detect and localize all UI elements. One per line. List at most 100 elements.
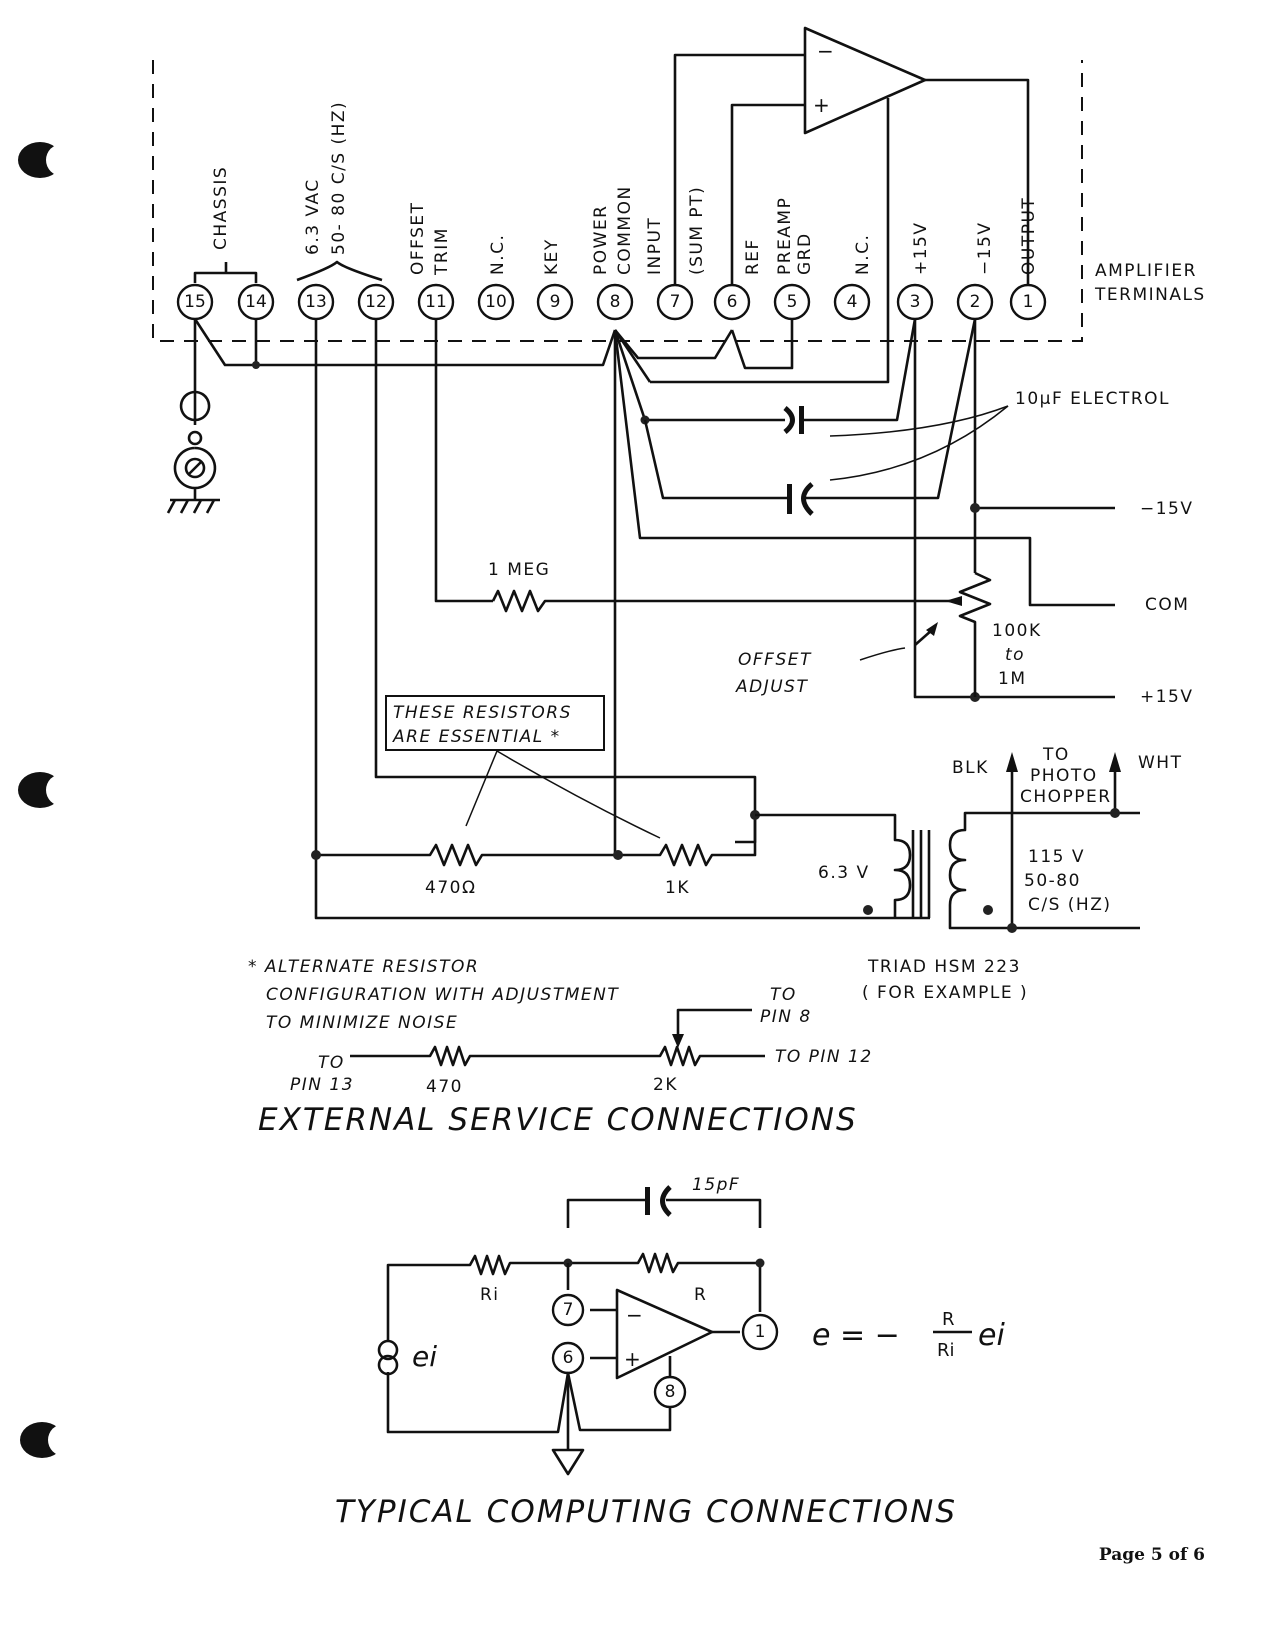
gain-formula: e = − R Ri ei (812, 1309, 1005, 1361)
junction-dot (613, 850, 623, 860)
computing-pin1-num: 1 (755, 1322, 766, 1342)
wire-cap2-to-pin2 (803, 318, 977, 500)
noninverting-sign: + (624, 1347, 641, 1371)
junction-dot (1007, 923, 1017, 933)
formula-numerator: R (942, 1309, 955, 1330)
blk-arrow-icon (1006, 752, 1018, 772)
rail-minus15-label: −15V (1140, 499, 1194, 519)
formula-lhs: e = − (812, 1318, 900, 1353)
pin5-label-line2: GRD (795, 232, 815, 275)
capacitor-label: 10µF ELECTROL (1015, 389, 1170, 409)
terminal-pin-7 (656, 283, 694, 321)
offset-adjust-line2: ADJUST (735, 677, 808, 697)
ri-label: Ri (480, 1285, 500, 1305)
terminal-pin-number: 9 (550, 292, 561, 312)
to-pin13-line2: PIN 13 (290, 1075, 354, 1095)
wire-pin13 (314, 319, 930, 920)
current-source-icon (377, 1339, 399, 1376)
pot-value-line2: to (1005, 645, 1025, 665)
pin10-label: N.C. (488, 234, 508, 275)
to-pin8-line2: PIN 8 (760, 1007, 812, 1027)
terminal-pin-6 (713, 283, 751, 321)
pin8-label-line2: COMMON (615, 185, 635, 275)
terminal-pin-number: 14 (245, 292, 267, 312)
wire-pin8-cap2 (643, 419, 787, 500)
op-amp-symbol: − + (803, 26, 927, 135)
pot-wiper-arrow (945, 596, 962, 606)
terminal-pin-number: 12 (365, 292, 387, 312)
terminal-pin-4 (833, 283, 871, 321)
external-service-title: EXTERNAL SERVICE CONNECTIONS (258, 1102, 858, 1138)
wire-pin8-cap1 (613, 329, 785, 422)
wire-pin12 (374, 319, 757, 844)
pin-labels: CHASSIS 6.3 VAC 50- 80 C/S (HZ) OFFSET T… (193, 101, 1039, 283)
junction-dot (252, 361, 260, 369)
wht-arrow-icon (1109, 752, 1121, 772)
pin11-label-line2: TRIM (432, 227, 452, 276)
primary-label-line1: 115 V (1028, 847, 1085, 867)
vac-brace (296, 260, 383, 282)
transformer-symbol (755, 811, 1140, 930)
potentiometer-100k (958, 571, 992, 697)
typical-computing-title: TYPICAL COMPUTING CONNECTIONS (335, 1494, 957, 1530)
chassis-ground-lug-icon (166, 390, 220, 514)
transformer-model-line2: ( FOR EXAMPLE ) (862, 983, 1028, 1003)
amplifier-terminals-label-line2: TERMINALS (1094, 285, 1206, 305)
wire-pin8-to-pin6 (613, 329, 734, 360)
inverting-sign: − (817, 39, 834, 63)
wire-inverting-to-pin7 (673, 53, 805, 300)
cap-leader-1 (829, 405, 1009, 437)
wire-common-rail (613, 329, 1115, 607)
rail-plus15-label: +15V (1140, 687, 1194, 707)
wire-chassis-to-common (193, 318, 617, 367)
alternate-470-label: 470 (426, 1077, 463, 1097)
terminal-pin-number: 10 (485, 292, 507, 312)
formula-denominator: Ri (937, 1340, 955, 1361)
to-pin13-line1: TO (318, 1053, 345, 1073)
pot-value-line3: 1M (998, 669, 1026, 689)
chopper-line1: TO (1042, 745, 1070, 765)
wire-pin11 (434, 319, 493, 603)
source-label: ei (412, 1340, 437, 1373)
pin7-label-line1: INPUT (645, 217, 665, 275)
note-line1: THESE RESISTORS (393, 703, 572, 723)
note-line2: ARE ESSENTIAL * (392, 727, 561, 747)
signal-ground-icon (551, 1448, 585, 1476)
terminal-pin-number: 2 (970, 292, 981, 312)
note-arrow-1k (496, 750, 661, 839)
capacitor-electrolytic-1 (783, 406, 804, 434)
binder-hole-shadow (46, 774, 78, 806)
alternate-wiper-arrow (672, 1034, 684, 1048)
junction-dot (311, 850, 321, 860)
inverting-sign: − (626, 1303, 643, 1327)
resistor-1k-label: 1K (665, 878, 690, 898)
pin6-label: REF (743, 238, 763, 275)
alternate-note-line2: CONFIGURATION WITH ADJUSTMENT (266, 985, 619, 1005)
cap-leader-2 (829, 405, 1009, 481)
pot-value-line1: 100K (992, 621, 1042, 641)
secondary-voltage-label: 6.3 V (818, 863, 870, 883)
pin5-label-line1: PREAMP (775, 197, 795, 275)
pin7-label-line2: (SUM PT) (687, 186, 707, 275)
primary-label-line2: 50-80 (1024, 871, 1081, 891)
terminal-pin-number: 5 (787, 292, 798, 312)
chassis-bracket (193, 262, 258, 283)
pin2-label: −15V (975, 221, 995, 275)
terminal-pin-1 (1009, 283, 1047, 321)
terminal-pin-number: 1 (1023, 292, 1034, 312)
feedback-cap-wires (566, 1198, 762, 1228)
terminal-pin-number: 6 (727, 292, 738, 312)
resistor-1meg (491, 589, 955, 613)
terminal-pin-8 (596, 283, 634, 321)
terminal-pin-number: 7 (670, 292, 681, 312)
resistor-1meg-label: 1 MEG (488, 560, 550, 580)
terminal-pin-number: 13 (305, 292, 327, 312)
terminal-pin-9 (536, 283, 574, 321)
alternate-note-line1: * ALTERNATE RESISTOR (248, 957, 479, 977)
formula-rhs: ei (978, 1318, 1005, 1353)
terminal-pin-number: 15 (184, 292, 206, 312)
rail-com-label: COM (1145, 595, 1189, 615)
